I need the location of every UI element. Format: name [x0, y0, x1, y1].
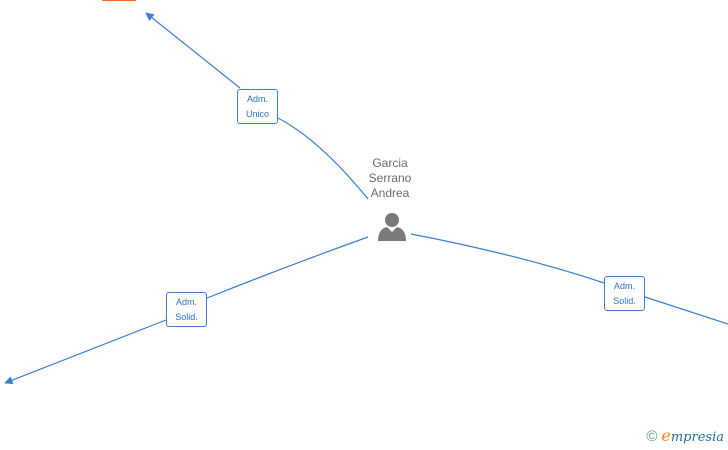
edge-label-line-1: Adm. [246, 94, 268, 104]
edge-label-line-2: Solid. [175, 312, 198, 322]
copyright-icon: © [646, 428, 658, 445]
edge-label-line-1: Adm. [175, 297, 197, 307]
edge-line-adm-solid-left [5, 236, 369, 383]
edge-label-adm-solid-left[interactable]: Adm. Solid. [166, 292, 207, 327]
edge-label-adm-unico[interactable]: Adm. Unico [237, 89, 278, 124]
brand-rest: mpresia [670, 430, 724, 445]
footer: © empresia [646, 427, 724, 447]
edge-label-line-2: Solid. [613, 296, 636, 306]
edge-label-adm-solid-right[interactable]: Adm. Solid. [604, 276, 645, 311]
person-name-line-1: Garcia [372, 156, 408, 170]
edge-label-line-1: Adm. [613, 281, 635, 291]
brand-logo[interactable]: empresia [661, 427, 724, 447]
building-icon[interactable] [102, 0, 136, 6]
edge-line-adm-unico [146, 13, 369, 200]
person-name-line-3: Andrea [370, 186, 410, 200]
person-name-line-2: Serrano [368, 171, 412, 185]
person-name[interactable]: Garcia Serrano Andrea [340, 156, 440, 201]
edge-label-line-2: Unico [245, 109, 269, 119]
brand-first-letter: e [661, 426, 671, 445]
edge-line-adm-solid-right [410, 233, 728, 325]
person-icon[interactable] [376, 211, 408, 241]
